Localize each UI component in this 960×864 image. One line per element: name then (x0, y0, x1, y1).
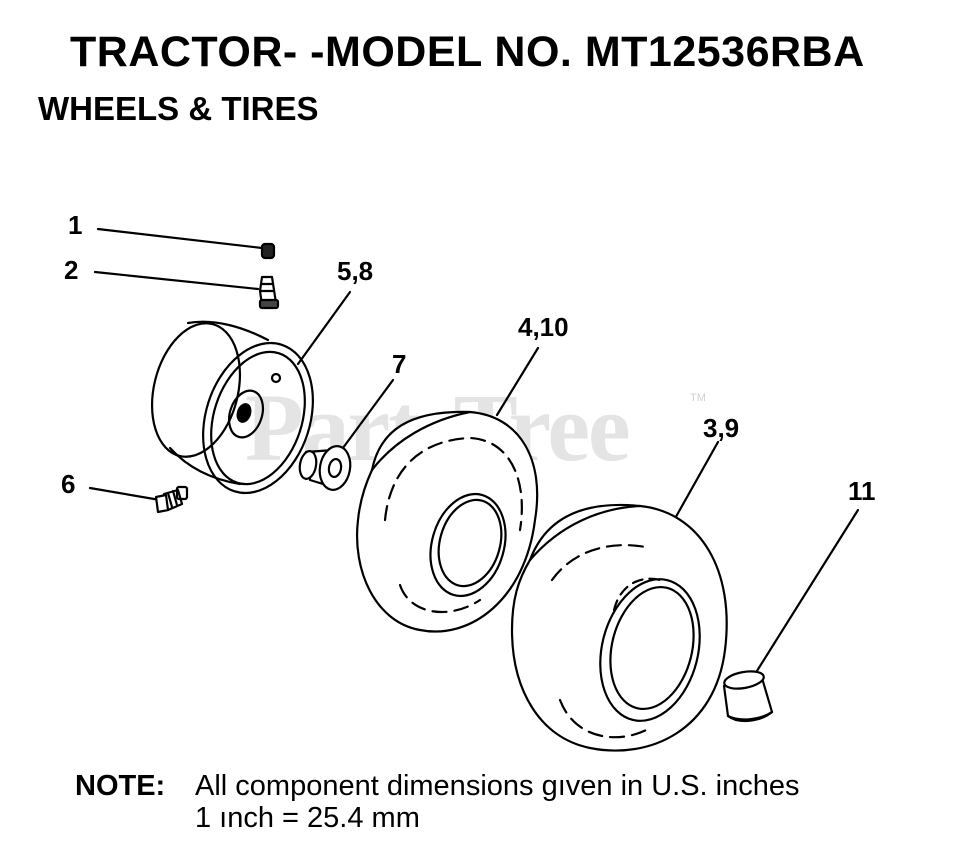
page-title: TRACTOR- -MODEL NO. MT12536RBA (70, 28, 865, 76)
callout-2: 2 (64, 255, 78, 285)
part-7-bushing[interactable] (298, 378, 395, 492)
watermark-trademark: TM (690, 392, 706, 404)
callout-7: 7 (392, 349, 406, 379)
callout-1: 1 (68, 210, 82, 240)
part-11-hub-cap[interactable] (722, 508, 860, 722)
part-4-10-front-tire[interactable] (356, 346, 540, 633)
part-2-valve-stem[interactable] (93, 270, 280, 310)
section-subtitle: WHEELS & TIRES (38, 90, 319, 127)
callout-6: 6 (61, 469, 75, 499)
note-label: NOTE: (75, 770, 166, 802)
part-5-8-wheel-rim[interactable] (139, 290, 352, 507)
callout-3-9: 3,9 (703, 413, 739, 443)
note-line-2: 1 ınch = 25.4 mm (195, 802, 420, 834)
part-3-9-rear-tire[interactable] (510, 440, 728, 752)
callout-11: 11 (848, 476, 876, 506)
part-1-valve-cap[interactable] (96, 227, 276, 260)
callout-4-10: 4,10 (518, 312, 569, 342)
part-6-lug-bolt[interactable] (88, 485, 189, 514)
note-line-1: All component dimensions gıven in U.S. i… (195, 770, 800, 802)
dimension-note: NOTE: All component dimensions gıven in U… (75, 770, 800, 834)
callout-5-8: 5,8 (337, 256, 373, 286)
